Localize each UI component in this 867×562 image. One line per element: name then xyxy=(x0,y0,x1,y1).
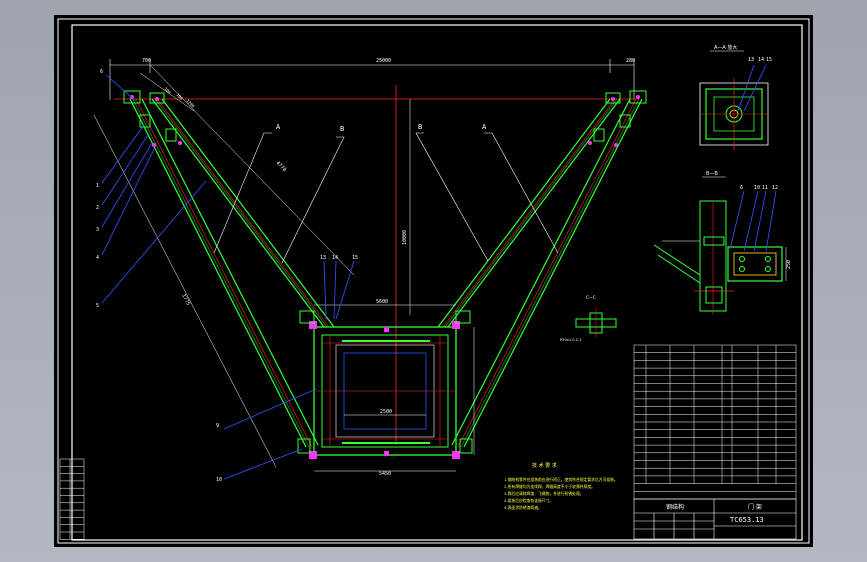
view-bb-callouts: 6 10 11 12 250 xyxy=(740,185,792,269)
frame-bottom-dim: 5450 xyxy=(379,471,391,477)
frame-width-dim: 5600 xyxy=(376,299,388,305)
callout-13: 13 xyxy=(320,255,326,261)
section-label-a-right: A xyxy=(482,123,487,131)
angle-dims: 100 100 1200 xyxy=(163,86,196,109)
slant-dimension-lines xyxy=(93,64,355,468)
note-4: 4.组装后应检查各连接尺寸。 xyxy=(504,498,553,503)
slant-dim-2: 1775 xyxy=(180,293,191,306)
callout-4: 4 xyxy=(96,255,99,261)
callout-10: 10 xyxy=(216,477,222,483)
angle-dim-1: 100 xyxy=(163,86,172,95)
callout-9: 9 xyxy=(216,423,219,429)
frame-dims xyxy=(314,304,475,472)
view-aa-callout-13: 13 xyxy=(748,57,754,63)
view-aa xyxy=(699,64,769,151)
right-leg-dark xyxy=(444,98,640,448)
frame-rails xyxy=(342,340,430,444)
left-leg-dark xyxy=(132,98,328,448)
view-aa-callouts: 13 14 15 xyxy=(748,57,772,63)
callout-15: 15 xyxy=(352,255,358,261)
title-block xyxy=(633,498,797,540)
angle-dim-3: 1200 xyxy=(185,98,196,109)
view-aa-callout-14: 14 xyxy=(758,57,764,63)
view-bb xyxy=(653,190,787,315)
right-leg-outer xyxy=(437,98,643,448)
top-dimension xyxy=(109,59,635,100)
height-dim: 10000 xyxy=(402,230,408,245)
view-bb-callout-11: 11 xyxy=(762,185,768,191)
callout-2: 2 xyxy=(96,205,99,211)
note-1: 1.钢结构零件在组装前应进行矫正，使其符合规定要求后方可组装。 xyxy=(504,477,618,482)
detail-c-title: C—C xyxy=(586,295,596,300)
left-leg-centerlines xyxy=(135,98,330,448)
bottom-leg-joints xyxy=(297,310,473,454)
section-label-b-left: B xyxy=(340,125,344,133)
frame-inner-dim: 2500 xyxy=(380,409,392,415)
bottom-frame xyxy=(313,326,457,456)
angle-dim-2: 100 xyxy=(175,92,184,101)
title-block-drawing-no: TC653.13 xyxy=(730,516,764,524)
outer-border xyxy=(57,18,810,544)
note-5: 5.表面涂防锈漆两遍。 xyxy=(504,505,542,510)
top-joints xyxy=(123,90,647,142)
section-label-a-left: A xyxy=(276,123,281,131)
left-leg-outer xyxy=(129,98,335,448)
view-aa-callout-15: 15 xyxy=(766,57,772,63)
parts-list-table xyxy=(633,344,797,500)
right-leg-centerlines xyxy=(442,98,637,448)
slant-dim-1: 4770 xyxy=(275,160,288,173)
section-leaders xyxy=(213,132,559,264)
joint-pins xyxy=(130,95,640,147)
view-bb-callout-10: 10 xyxy=(754,185,760,191)
notes-title: 技 术 要 求 xyxy=(532,462,557,469)
top-dim-left: 700 xyxy=(142,58,151,64)
blue-leaders xyxy=(101,74,355,480)
top-dim-right: 280 xyxy=(626,58,635,64)
detail-c xyxy=(575,307,617,337)
note-2: 2.所有焊缝均为连续焊，焊缝高度不小于较薄件厚度。 xyxy=(504,484,595,489)
callout-14: 14 xyxy=(332,255,338,261)
revision-table xyxy=(59,458,85,540)
detail-c-label: P50x1.0.C-1 xyxy=(560,338,582,342)
callout-6: 6 xyxy=(100,69,103,75)
view-bb-title: B—B xyxy=(706,171,718,177)
revision-table-frame xyxy=(59,458,85,540)
section-label-b-right: B xyxy=(418,123,422,131)
cad-drawing-viewport[interactable]: 700 25000 280 10000 xyxy=(54,15,813,547)
section-labels: A B B A xyxy=(276,123,487,133)
title-block-name: 门 架 xyxy=(748,503,762,511)
top-dim-span: 25000 xyxy=(376,58,391,64)
view-aa-title: A—A 放大 xyxy=(714,44,737,51)
callout-1: 1 xyxy=(96,183,99,189)
frame-corner-joints xyxy=(309,321,460,459)
view-bb-callout-12: 12 xyxy=(772,185,778,191)
callout-3: 3 xyxy=(96,227,99,233)
title-block-group: 钢结构 xyxy=(666,503,684,511)
tech-notes: 1.钢结构零件在组装前应进行矫正，使其符合规定要求后方可组装。 2.所有焊缝均为… xyxy=(504,477,618,510)
view-bb-callout-6: 6 xyxy=(740,185,743,191)
inner-border xyxy=(71,24,803,541)
left-callout-labels: 1 2 3 4 5 6 9 10 13 14 15 xyxy=(96,69,358,483)
view-bb-dim: 250 xyxy=(786,260,792,269)
engineering-drawing: 700 25000 280 10000 xyxy=(57,18,810,544)
callout-5: 5 xyxy=(96,303,99,309)
note-3: 3.焊后应清除焊渣、飞溅物，并进行防锈处理。 xyxy=(504,491,584,496)
